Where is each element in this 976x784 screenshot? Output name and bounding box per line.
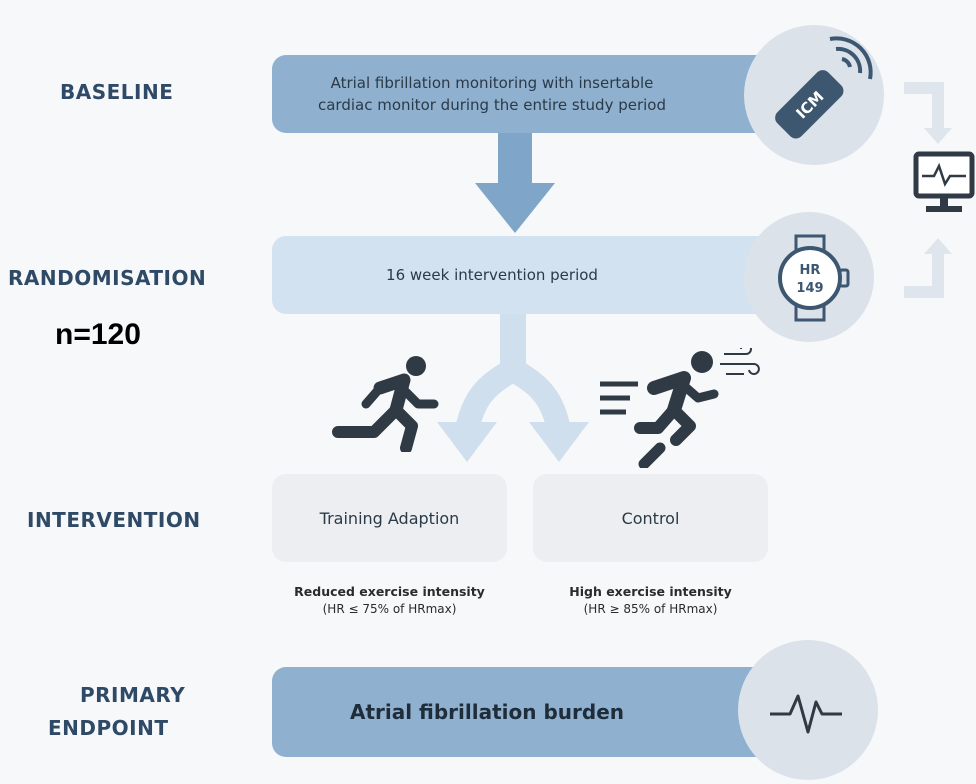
- control-note: High exercise intensity (HR ≥ 85% of HRm…: [523, 584, 778, 616]
- heartbeat-icon: [770, 694, 842, 734]
- stage-label-endpoint: ENDPOINT: [48, 716, 169, 740]
- stage-label-randomisation: RANDOMISATION: [8, 266, 207, 290]
- stage-label-intervention: INTERVENTION: [27, 508, 201, 532]
- endpoint-box: Atrial fibrillation burden: [272, 667, 792, 757]
- baseline-text-line1: Atrial fibrillation monitoring with inse…: [330, 74, 654, 92]
- sample-size-label: n=120: [55, 318, 141, 351]
- sprinter-icon: [600, 348, 760, 468]
- training-note-title: Reduced exercise intensity: [294, 584, 485, 599]
- training-note: Reduced exercise intensity (HR ≤ 75% of …: [262, 584, 517, 616]
- control-note-sub: (HR ≥ 85% of HRmax): [583, 602, 718, 616]
- icm-device-icon: ICM: [775, 36, 873, 139]
- return-arrows: [904, 82, 952, 298]
- split-arrow: [437, 310, 589, 462]
- runner-icon: [332, 356, 439, 452]
- control-label: Control: [621, 508, 680, 528]
- control-note-title: High exercise intensity: [569, 584, 732, 599]
- heartbeat-circle: [738, 640, 878, 780]
- stage-label-baseline: BASELINE: [60, 80, 174, 104]
- icm-circle: ICM: [744, 25, 884, 165]
- baseline-box: Atrial fibrillation monitoring with inse…: [272, 55, 792, 133]
- baseline-text-line2: cardiac monitor during the entire study …: [317, 96, 666, 114]
- watch-hr-value: 149: [796, 281, 823, 296]
- watch-icon: HR 149: [778, 234, 850, 322]
- training-note-sub: (HR ≤ 75% of HRmax): [322, 602, 457, 616]
- randomisation-text: 16 week intervention period: [386, 266, 598, 284]
- watch-hr-label: HR: [800, 263, 821, 278]
- control-box: Control: [533, 474, 768, 562]
- monitor-icon: [913, 151, 975, 212]
- training-adaption-label: Training Adaption: [319, 508, 460, 528]
- down-arrow: [475, 128, 555, 233]
- training-adaption-box: Training Adaption: [272, 474, 507, 562]
- stage-label-primary: PRIMARY: [80, 683, 186, 707]
- randomisation-box: 16 week intervention period: [272, 236, 792, 314]
- watch-circle: HR 149: [744, 212, 874, 342]
- endpoint-text: Atrial fibrillation burden: [349, 700, 625, 724]
